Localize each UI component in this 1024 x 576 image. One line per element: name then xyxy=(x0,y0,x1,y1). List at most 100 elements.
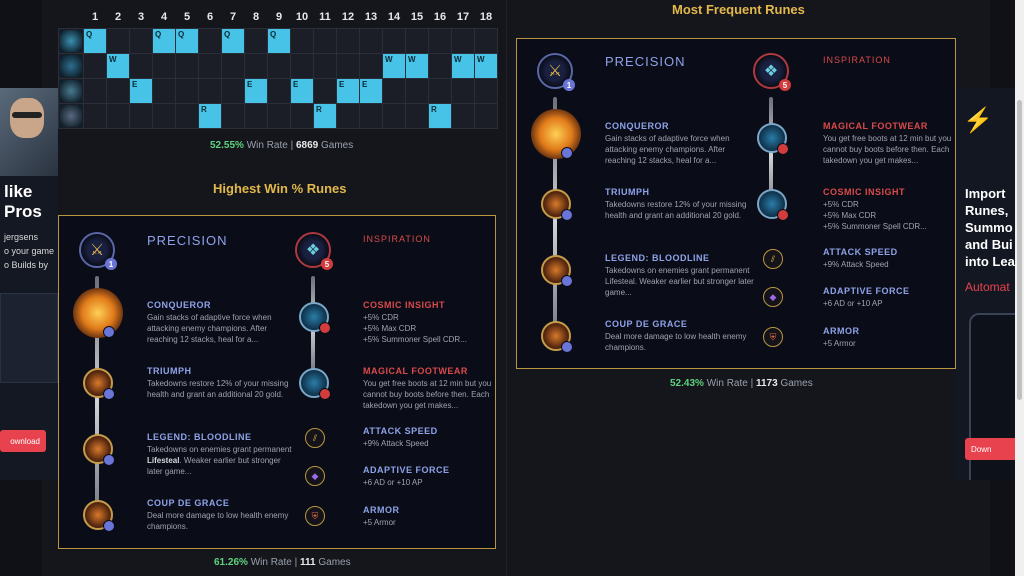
skill-cell: E xyxy=(359,77,383,104)
level-header: 17 xyxy=(456,10,470,23)
skill-cell: E xyxy=(244,77,268,104)
level-header: 2 xyxy=(114,10,122,23)
most-frequent-runes-title: Most Frequent Runes xyxy=(672,2,805,17)
adaptive-force-shard-icon: ◆ xyxy=(305,466,325,486)
skill-cell xyxy=(244,27,268,54)
games-value: 6869 xyxy=(295,140,319,151)
skill-cell xyxy=(359,27,383,54)
right-advertisement[interactable]: ⚡ Import Runes, Summo and Bui into Lea A… xyxy=(955,88,1015,480)
rune-description: Takedowns restore 12% of your missing he… xyxy=(605,200,747,220)
skill-cell xyxy=(428,77,452,104)
skill-cell xyxy=(175,77,199,104)
skill-cell xyxy=(244,102,268,129)
ability-icon xyxy=(60,54,82,77)
page-scrollbar[interactable] xyxy=(1015,0,1024,576)
ad-tagline: Automat xyxy=(965,280,1010,294)
left-advertisement[interactable]: like Pros jergsens o your game o Builds … xyxy=(0,88,58,480)
skill-cell xyxy=(106,27,130,54)
skill-cell xyxy=(152,102,176,129)
header-corner xyxy=(59,6,84,28)
primary-dot xyxy=(103,388,115,400)
level-header: 12 xyxy=(341,10,355,23)
level-header: 14 xyxy=(387,10,401,23)
skill-cell xyxy=(428,27,452,54)
coup-de-grace-rune-icon xyxy=(541,321,571,351)
winrate-label: Win Rate | xyxy=(243,140,296,151)
skill-cell xyxy=(198,77,222,104)
rune-description: Takedowns on enemies grant permanent Lif… xyxy=(147,444,297,477)
armor-shard-icon: ⛨ xyxy=(305,506,325,526)
games-label: Games xyxy=(315,557,351,568)
primary-dot xyxy=(103,454,115,466)
skill-cell xyxy=(382,77,406,104)
rune-description: Gain stacks of adaptive force when attac… xyxy=(605,134,730,165)
shard-description: +6 AD or +10 AP xyxy=(823,299,883,308)
cosmic-insight-rune-icon xyxy=(757,189,787,219)
skill-cell: W xyxy=(106,52,130,79)
skill-cell: Q xyxy=(267,27,291,54)
skill-cell xyxy=(313,27,337,54)
skill-cell xyxy=(152,52,176,79)
ad-headline-2: Runes, xyxy=(965,203,1009,218)
skill-cell: Q xyxy=(221,27,245,54)
skill-cell xyxy=(106,102,130,129)
skill-cell xyxy=(198,52,222,79)
games-label: Games xyxy=(318,140,354,151)
skill-cell: W xyxy=(405,52,429,79)
skill-cell: R xyxy=(313,102,337,129)
ad-download-button[interactable]: ownload xyxy=(0,430,46,452)
desc-text: . Weaker earlier but stronger later game… xyxy=(147,456,281,476)
secondary-dot xyxy=(319,388,331,400)
secondary-path-name: INSPIRATION xyxy=(363,234,431,244)
highest-winrate-rune-panel: ⚔ 1 PRECISION CONQUEROR Gain stacks of a… xyxy=(58,215,496,549)
winrate-value: 61.26% xyxy=(214,557,248,568)
skill-cell xyxy=(336,102,360,129)
skill-cell: W xyxy=(382,52,406,79)
level-header: 8 xyxy=(252,10,260,23)
skill-cell xyxy=(313,52,337,79)
ad-headline-4: and Bui xyxy=(965,237,1013,252)
shard-name: ARMOR xyxy=(823,326,860,336)
scrollbar-thumb[interactable] xyxy=(1017,100,1022,400)
skill-cell xyxy=(359,52,383,79)
skill-cell xyxy=(129,52,153,79)
primary-path-name: PRECISION xyxy=(147,233,228,248)
level-header: 16 xyxy=(433,10,447,23)
level-header: 11 xyxy=(319,10,331,23)
skill-cell xyxy=(474,102,498,129)
primary-count-badge: 1 xyxy=(105,258,117,270)
skill-cell xyxy=(290,102,314,129)
ad-headline-2: Pros xyxy=(4,202,42,221)
primary-count-badge: 1 xyxy=(563,79,575,91)
ability-icon xyxy=(60,104,82,127)
skill-cell xyxy=(221,102,245,129)
primary-path-name: PRECISION xyxy=(605,54,686,69)
level-header: 7 xyxy=(229,10,237,23)
primary-dot xyxy=(561,209,573,221)
skill-cell xyxy=(106,77,130,104)
ad-download-button[interactable]: Down xyxy=(965,438,1015,460)
rune-name: COSMIC INSIGHT xyxy=(823,187,906,197)
ability-icon xyxy=(60,79,82,102)
ability-icon-cell xyxy=(58,102,84,129)
winrate-label: Win Rate | xyxy=(247,557,300,568)
rune-description: Takedowns restore 12% of your missing he… xyxy=(147,379,289,399)
secondary-dot xyxy=(319,322,331,334)
attack-speed-shard-icon: ⫽ xyxy=(305,428,325,448)
winrate-label: Win Rate | xyxy=(703,378,756,389)
rune-description: Deal more damage to low health enemy cha… xyxy=(605,332,747,352)
secondary-dot xyxy=(777,209,789,221)
level-header: 3 xyxy=(137,10,145,23)
ability-icon-cell xyxy=(58,77,84,104)
shard-description: +9% Attack Speed xyxy=(823,260,889,269)
skill-cell: E xyxy=(129,77,153,104)
skill-cell xyxy=(474,27,498,54)
games-value: 1173 xyxy=(755,378,778,389)
games-value: 111 xyxy=(299,557,316,568)
skill-order-stats: 52.55% Win Rate | 6869 Games xyxy=(210,140,353,151)
